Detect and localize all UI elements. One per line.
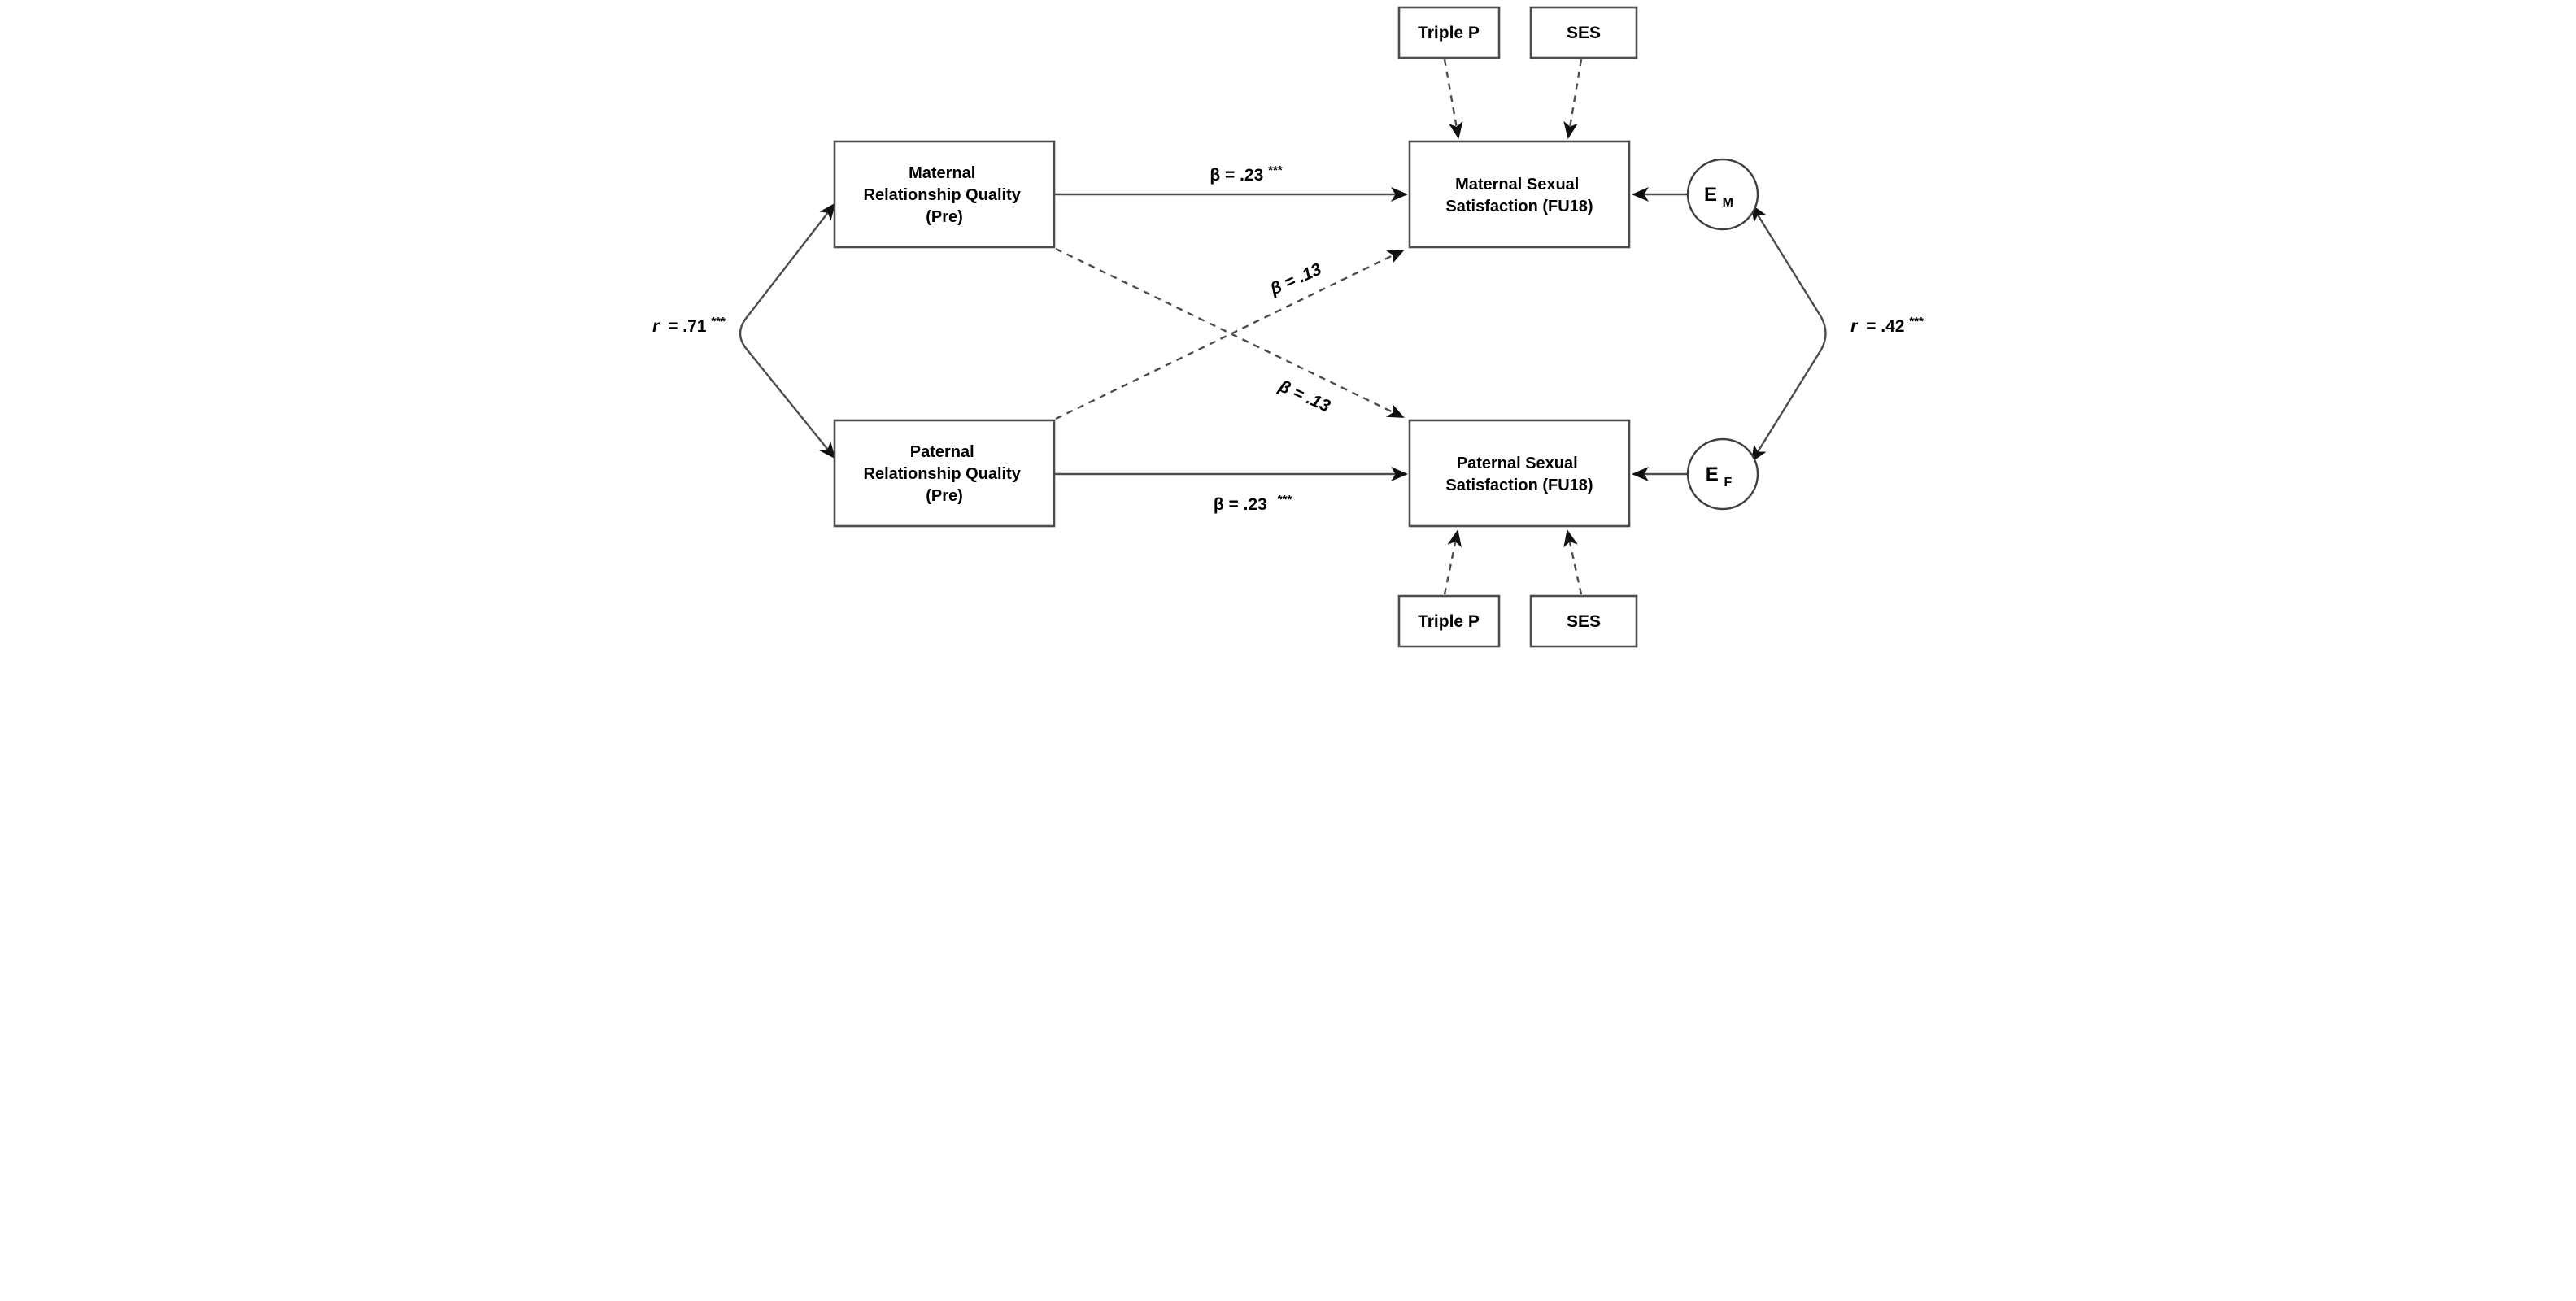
error-maternal-label: E M — [1703, 184, 1733, 210]
ses-top-label: SES — [1566, 24, 1600, 42]
triple-p-top-box — [1397, 6, 1500, 59]
path-paternal-rq-to-maternal-ss — [1054, 249, 1405, 420]
paternal-ss-label: Paternal Sexual Satisfaction (FU18) — [1445, 455, 1593, 494]
paternal-beta-label: β = .23 *** — [1213, 493, 1291, 514]
ses-bottom-box — [1529, 594, 1637, 648]
path-triple-p-top-to-maternal-ss — [1443, 59, 1463, 139]
triple-p-bottom-box — [1397, 594, 1500, 648]
error-term-maternal-circle — [1686, 158, 1759, 231]
maternal-sexual-satisfaction-box — [1408, 140, 1630, 249]
ses-bottom-label: SES — [1566, 612, 1600, 631]
path-maternal-rq-to-paternal-ss — [1054, 247, 1405, 419]
triple-p-top-label: Triple P — [1418, 24, 1480, 42]
maternal-ss-label: Maternal Sexual Satisfaction (FU18) — [1445, 176, 1593, 215]
cross-to-maternal-beta-label: β = .13 — [1266, 259, 1324, 298]
maternal-rq-label: Maternal Relationship Quality (Pre) — [863, 164, 1025, 226]
paternal-rq-label: Paternal Relationship Quality (Pre) — [863, 443, 1025, 505]
maternal-relationship-quality-box — [833, 140, 1055, 249]
path-error-correlation-arc — [1750, 204, 1827, 463]
path-ses-bottom-to-paternal-ss — [1563, 529, 1582, 595]
path-rq-correlation-arc — [739, 202, 835, 459]
path-ses-top-to-maternal-ss — [1563, 59, 1582, 139]
sem-path-diagram-figure: Maternal Relationship Quality (Pre) Pate… — [643, 0, 1933, 650]
cross-to-paternal-beta-label: β = .13 — [1275, 376, 1332, 416]
triple-p-bottom-label: Triple P — [1418, 612, 1480, 631]
sem-path-diagram-canvas: Maternal Relationship Quality (Pre) Pate… — [652, 6, 1924, 648]
rq-correlation-label: r = .71 *** — [652, 315, 726, 336]
path-triple-p-bottom-to-paternal-ss — [1443, 529, 1462, 595]
paternal-relationship-quality-box — [833, 419, 1055, 528]
error-paternal-label: E F — [1705, 463, 1732, 490]
paternal-sexual-satisfaction-box — [1408, 419, 1630, 528]
maternal-beta-label: β = .23 *** — [1210, 163, 1282, 185]
error-term-paternal-circle — [1686, 437, 1759, 511]
ses-top-box — [1529, 6, 1637, 59]
error-correlation-label: r = .42 *** — [1850, 315, 1924, 336]
